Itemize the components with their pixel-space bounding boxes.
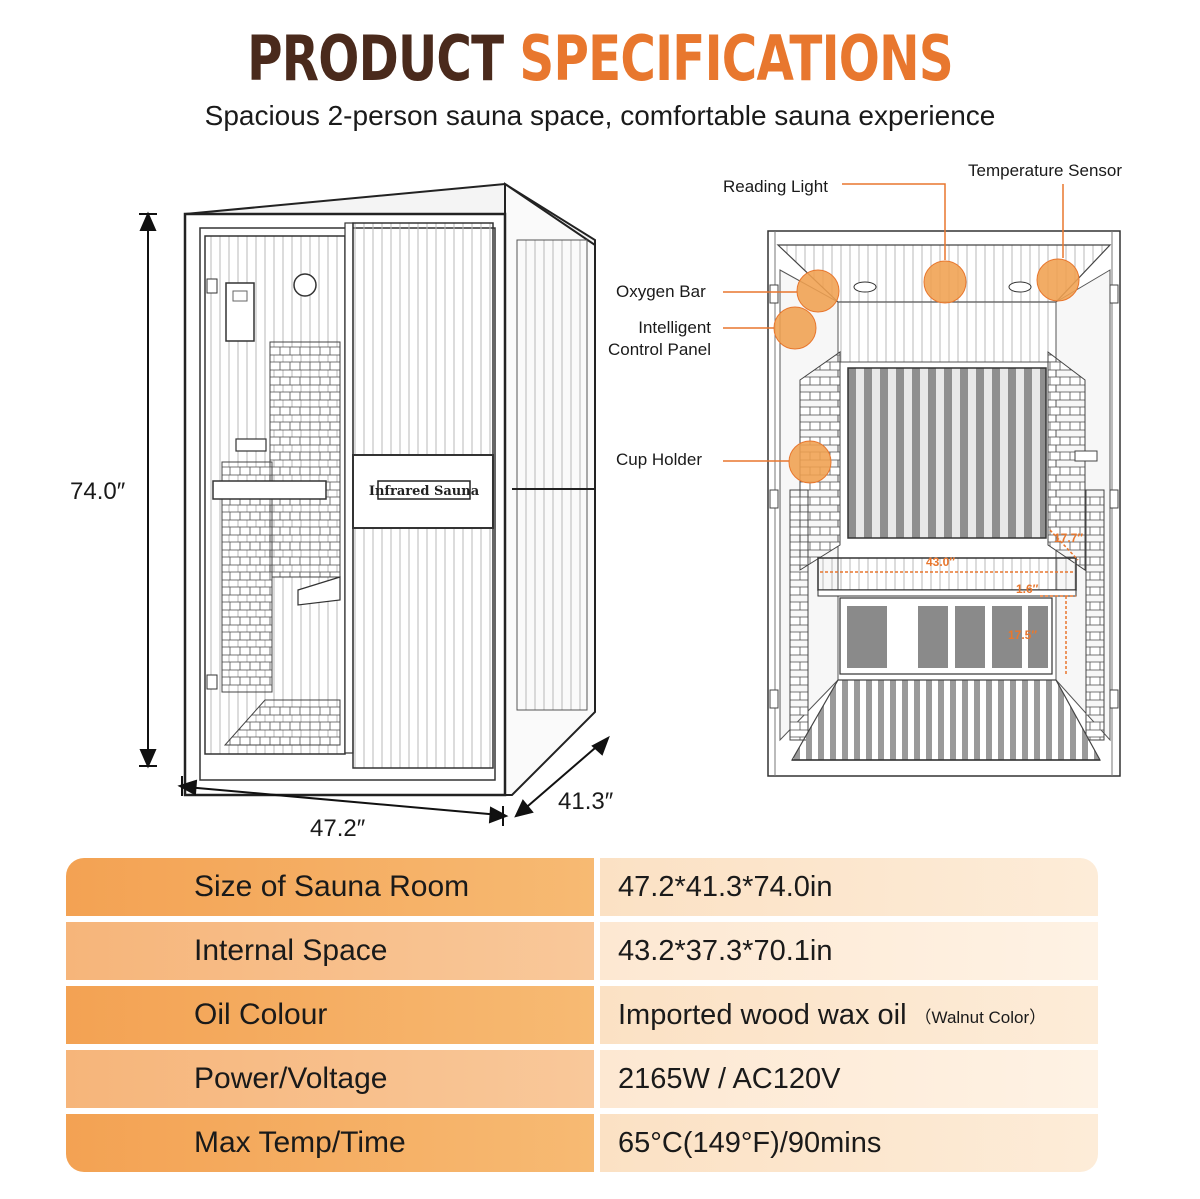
callout-reading-light: Reading Light	[723, 177, 828, 196]
callout-temperature-sensor: Temperature Sensor	[968, 161, 1123, 180]
page-title: PRODUCT SPECIFICATIONS	[132, 22, 1068, 95]
spec-value-text: 2165W / AC120V	[618, 1062, 841, 1095]
spec-value: 43.2*37.3*70.1in	[600, 922, 1098, 980]
measure-bench-height: 17.5″	[1008, 628, 1038, 642]
callout-oxygen-bar: Oxygen Bar	[616, 282, 706, 301]
spec-value: 47.2*41.3*74.0in	[600, 858, 1098, 916]
spec-row-oil-colour: Oil Colour Imported wood wax oil （Walnut…	[66, 986, 1098, 1044]
spec-label: Power/Voltage	[66, 1050, 594, 1108]
temperature-sensor-marker	[1036, 258, 1080, 302]
exterior-dimension-lines	[139, 211, 610, 826]
callout-control-panel-line1: Intelligent	[638, 318, 711, 337]
spec-value-text: 47.2*41.3*74.0in	[618, 870, 833, 903]
callout-control-panel-line2: Control Panel	[607, 340, 711, 359]
spec-row-room-size: Size of Sauna Room 47.2*41.3*74.0in	[66, 858, 1098, 916]
spec-value-text: 65°C(149°F)/90mins	[618, 1126, 882, 1159]
spec-label: Oil Colour	[66, 986, 594, 1044]
spec-label: Max Temp/Time	[66, 1114, 594, 1172]
spec-row-max-temp-time: Max Temp/Time 65°C(149°F)/90mins	[66, 1114, 1098, 1172]
spec-label: Internal Space	[66, 922, 594, 980]
title-word-product: PRODUCT	[247, 22, 504, 95]
oxygen-bar-marker	[796, 269, 840, 313]
exterior-width-label: 47.2″	[310, 815, 366, 842]
interior-sauna	[767, 230, 1121, 777]
page-subtitle: Spacious 2-person sauna space, comfortab…	[204, 100, 996, 131]
spec-table: Size of Sauna Room 47.2*41.3*74.0in Inte…	[66, 858, 1098, 1178]
exterior-depth-label: 41.3″	[558, 788, 614, 815]
interior-measure-lines	[820, 529, 1079, 676]
measure-bench-width: 43.0″	[926, 555, 956, 569]
reading-light-marker	[923, 260, 967, 304]
spec-value-note: （Walnut Color）	[914, 1007, 1047, 1027]
measure-bench-thickness: 1.6″	[1016, 582, 1039, 596]
control-panel-marker	[773, 306, 817, 350]
exterior-badge-text: Infrared Sauna	[369, 484, 480, 499]
callout-control-panel: Intelligent Control Panel	[600, 317, 711, 361]
sauna-illustrations: Infrared Sauna	[139, 182, 1121, 826]
spec-value: 65°C(149°F)/90mins	[600, 1114, 1098, 1172]
exterior-sauna: Infrared Sauna	[183, 182, 596, 797]
title-word-specifications: SPECIFICATIONS	[519, 22, 953, 95]
measure-bench-depth: 17.7″	[1054, 531, 1084, 545]
spec-value-text: Imported wood wax oil	[618, 998, 907, 1031]
callout-cup-holder: Cup Holder	[616, 450, 702, 469]
spec-row-internal-space: Internal Space 43.2*37.3*70.1in	[66, 922, 1098, 980]
spec-value-text: 43.2*37.3*70.1in	[618, 934, 833, 967]
exterior-height-label: 74.0″	[70, 478, 126, 505]
cup-holder-marker	[788, 440, 832, 484]
spec-row-power-voltage: Power/Voltage 2165W / AC120V	[66, 1050, 1098, 1108]
interior-callout-markers	[773, 258, 1080, 484]
spec-value: 2165W / AC120V	[600, 1050, 1098, 1108]
spec-value: Imported wood wax oil （Walnut Color）	[600, 986, 1098, 1044]
spec-label: Size of Sauna Room	[66, 858, 594, 916]
interior-callout-lines	[723, 183, 1064, 462]
